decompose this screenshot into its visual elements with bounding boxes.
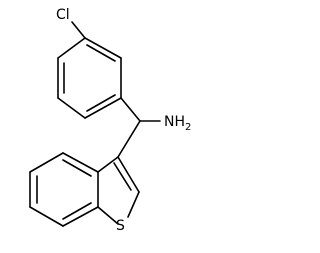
bond <box>97 156 119 173</box>
bond <box>62 206 99 227</box>
bond <box>57 37 86 59</box>
chlorophenyl-ring <box>57 37 122 119</box>
molecule-structure: Cl NH2 S <box>29 7 191 234</box>
double-bond <box>86 44 116 62</box>
double-bond <box>86 94 116 112</box>
benzo-ring <box>29 152 99 227</box>
amine-label: NH2 <box>164 114 191 133</box>
double-bond <box>62 202 92 220</box>
double-bond <box>113 162 132 191</box>
bond-ring-ch <box>120 97 141 122</box>
thiophene-ring <box>97 156 140 225</box>
structure-canvas: Cl NH2 S <box>29 7 191 234</box>
chlorine-label: Cl <box>56 7 70 23</box>
bond <box>84 97 122 119</box>
bond <box>29 152 64 173</box>
bond-c-cl <box>71 21 86 39</box>
bond <box>84 37 122 59</box>
bond <box>127 191 140 218</box>
bond <box>62 152 99 173</box>
bond <box>97 206 119 225</box>
bond-ch-c3 <box>117 120 141 158</box>
bond <box>29 206 64 227</box>
sulfur-label: S <box>116 218 125 234</box>
double-bond <box>62 159 92 177</box>
bond <box>117 156 140 193</box>
bond <box>57 97 86 119</box>
